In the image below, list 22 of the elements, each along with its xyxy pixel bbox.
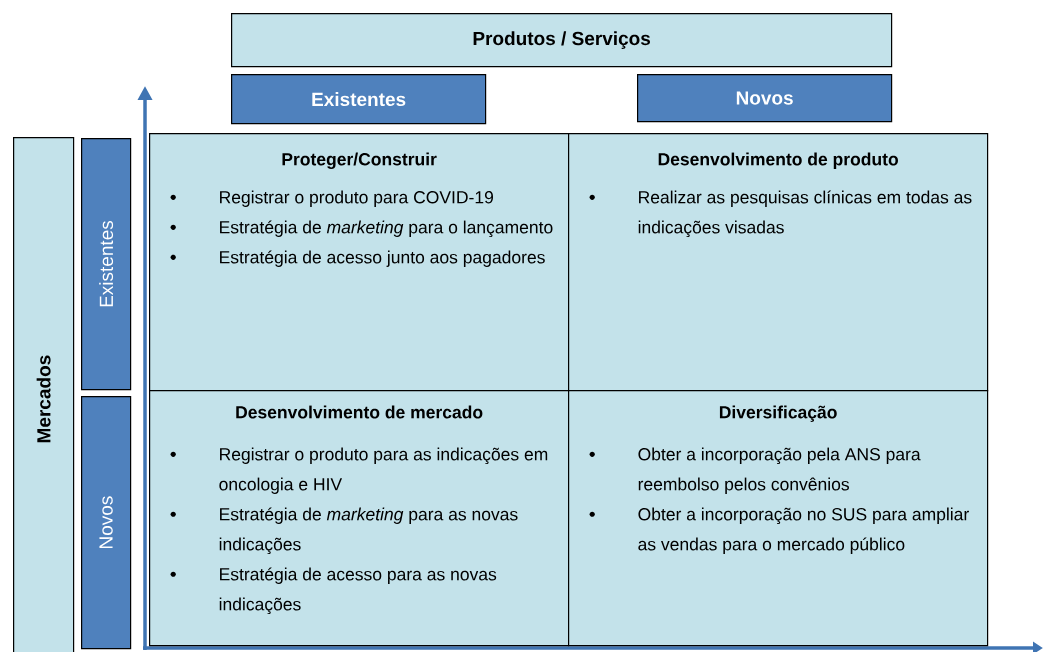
bullet-item: Estratégia de marketing para o lançamento [170,220,553,237]
quadrant-heading: Desenvolvimento de mercado [236,405,483,419]
bullet-item: Obter a incorporação no SUS para ampliar as vendas para o mercado público [589,507,969,554]
quadrant-box [568,133,989,392]
category-box: Existentes [81,138,132,391]
quadrant-box [568,390,989,647]
bullet-item: Registrar o produto para COVID-19 [170,190,493,207]
bullet-item: Obter a incorporação pela ANS para reembolso pelos convênios [589,447,921,494]
bullet-item: Estratégia de marketing para as novas indicações [170,507,518,554]
bullet-item: Estratégia de acesso para as novas indicações [170,567,497,614]
category-box: Existentes [231,74,487,125]
quadrant-heading: Proteger/Construir [282,152,437,169]
bullet-item: Realizar as pesquisas clínicas em todas as indicações visadas [589,190,972,237]
quadrant-heading: Desenvolvimento de produto [658,152,898,169]
bullet-item: Estratégia de acesso junto aos pagadores [170,250,545,267]
axis-title-box: Mercados [13,137,75,652]
quadrant-heading: Diversificação [719,405,837,422]
category-box: Novos [81,396,132,650]
quadrant-box [149,133,570,392]
quadrant-box [149,390,570,647]
category-box: Novos [637,74,893,123]
header-box: Produtos / Serviços [231,13,893,68]
